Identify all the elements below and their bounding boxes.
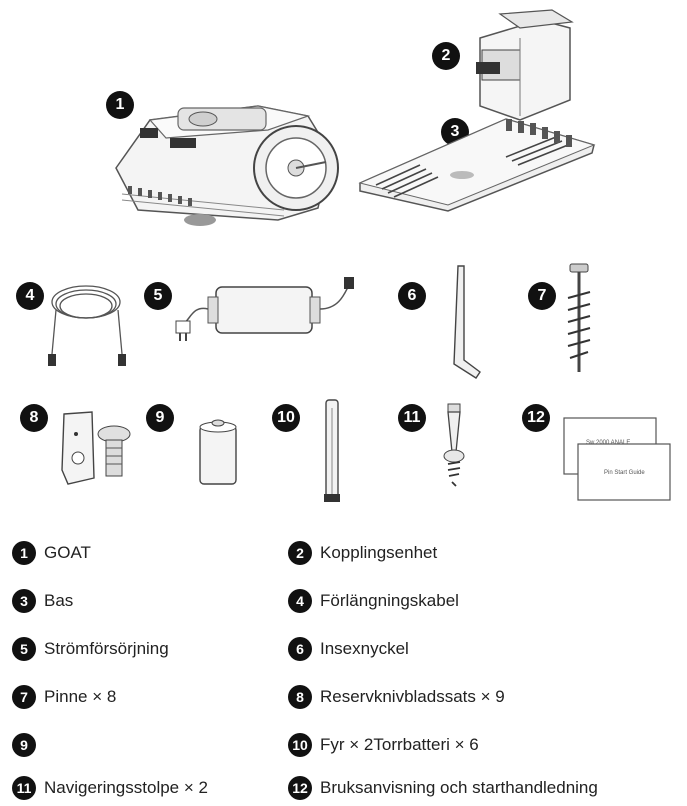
- legend-badge-9: 9: [12, 733, 36, 757]
- callout-badge-7: 7: [528, 282, 556, 310]
- base-plate-illustration: [356, 105, 606, 215]
- legend-label-1: GOAT: [44, 543, 91, 562]
- legend-label-4: Förlängningskabel: [320, 591, 459, 610]
- legend-item-3: 3 Bas: [12, 589, 73, 613]
- power-supply-illustration: [172, 275, 362, 345]
- legend-badge-8: 8: [288, 685, 312, 709]
- legend-label-3: Bas: [44, 591, 74, 610]
- legend-label-2: Kopplingsenhet: [320, 543, 438, 562]
- callout-badge-5: 5: [144, 282, 172, 310]
- docking-unit-illustration: [460, 8, 590, 123]
- legend-item-10: 10 Fyr × 2Torrbatteri × 6: [288, 733, 479, 757]
- legend-badge-3: 3: [12, 589, 36, 613]
- beacon-illustration: [318, 398, 346, 506]
- callout-badge-11: 11: [398, 404, 426, 432]
- guide-cover-text: Pin Start Guide: [604, 470, 645, 476]
- spare-blade-kit-illustration: [54, 410, 136, 488]
- battery-illustration: [196, 418, 240, 490]
- legend-label-6: Insexnyckel: [320, 639, 409, 658]
- legend-badge-10: 10: [288, 733, 312, 757]
- legend-badge-7: 7: [12, 685, 36, 709]
- legend-label-8: Reservknivbladssats × 9: [320, 687, 505, 706]
- legend-item-4: 4 Förlängningskabel: [288, 589, 459, 613]
- callout-badge-10: 10: [272, 404, 300, 432]
- legend-badge-4: 4: [288, 589, 312, 613]
- legend-item-12: 12 Bruksanvisning och starthandledning: [288, 776, 598, 800]
- legend-badge-2: 2: [288, 541, 312, 565]
- legend-label-12: Bruksanvisning och starthandledning: [320, 778, 598, 797]
- legend-badge-5: 5: [12, 637, 36, 661]
- legend-item-7: 7 Pinne × 8: [12, 685, 116, 709]
- legend-badge-6: 6: [288, 637, 312, 661]
- legend-item-6: 6 Insexnyckel: [288, 637, 409, 661]
- callout-badge-12: 12: [522, 404, 550, 432]
- callout-badge-9: 9: [146, 404, 174, 432]
- legend-label-11: Navigeringsstolpe × 2: [44, 778, 208, 797]
- robot-mower-illustration: [108, 82, 340, 232]
- navigation-post-illustration: [436, 402, 472, 488]
- manual-booklets-illustration: Sw 2000 ANALE Pin Start Guide: [560, 412, 672, 504]
- legend-badge-1: 1: [12, 541, 36, 565]
- extension-cable-illustration: [40, 272, 135, 372]
- legend-label-7: Pinne × 8: [44, 687, 117, 706]
- manual-cover-text: Sw 2000 ANALE: [586, 440, 630, 446]
- legend-item-11: 11 Navigeringsstolpe × 2: [12, 776, 208, 800]
- callout-badge-4: 4: [16, 282, 44, 310]
- legend-item-9: 9: [12, 733, 44, 757]
- legend-badge-11: 11: [12, 776, 36, 800]
- legend-label-5: Strömförsörjning: [44, 639, 169, 658]
- callout-badge-8: 8: [20, 404, 48, 432]
- legend-badge-12: 12: [288, 776, 312, 800]
- legend-item-2: 2 Kopplingsenhet: [288, 541, 437, 565]
- legend-label-10: Fyr × 2Torrbatteri × 6: [320, 735, 479, 754]
- callout-badge-2: 2: [432, 42, 460, 70]
- callout-badge-6: 6: [398, 282, 426, 310]
- stake-illustration: [560, 262, 600, 377]
- legend-item-8: 8 Reservknivbladssats × 9: [288, 685, 505, 709]
- hex-key-illustration: [432, 262, 482, 380]
- legend-item-1: 1 GOAT: [12, 541, 91, 565]
- legend-item-5: 5 Strömförsörjning: [12, 637, 169, 661]
- callout-badge-1: 1: [106, 91, 134, 119]
